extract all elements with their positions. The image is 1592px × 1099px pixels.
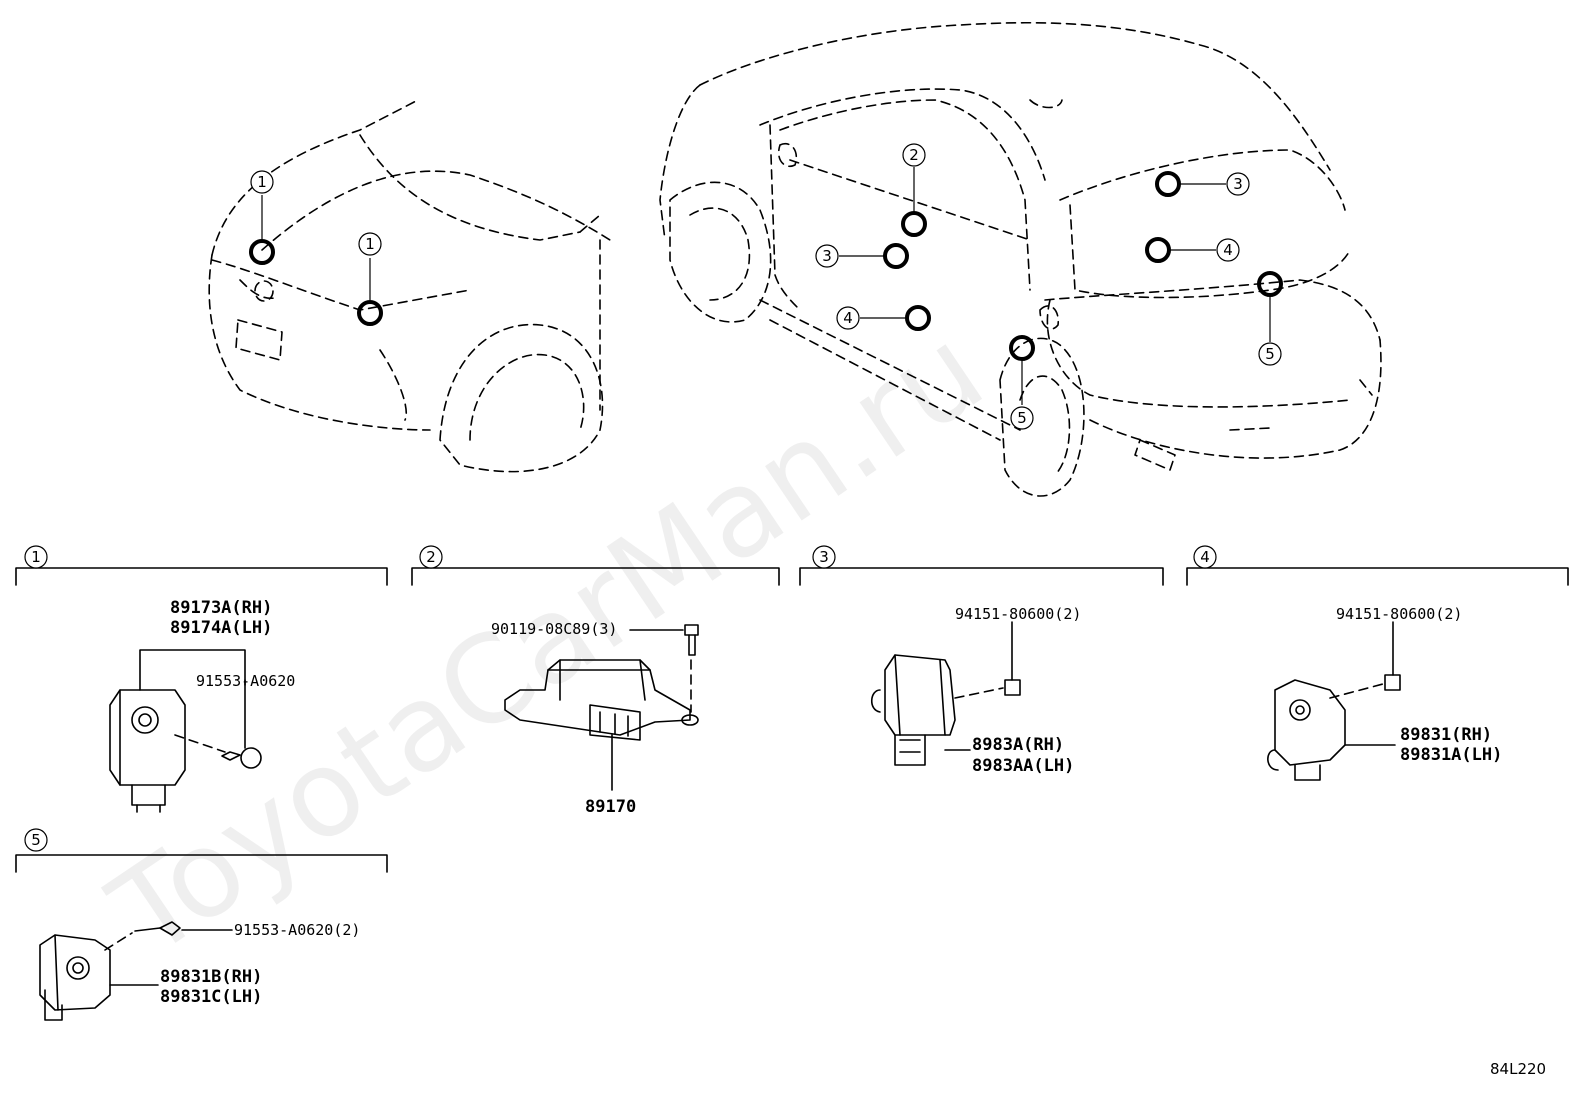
- reference-code: 84L220: [1490, 1060, 1546, 1078]
- front-view-callouts: 1 1: [249, 170, 383, 326]
- part-number-label: 89173A(RH): [170, 598, 272, 618]
- callout-circle: [250, 170, 274, 194]
- part-number-label: 89831(RH): [1400, 725, 1492, 745]
- callout-number: 4: [1223, 241, 1233, 259]
- watermark: ToyotaCarMan.ru: [88, 301, 1008, 984]
- section-5-number: 5: [31, 831, 41, 849]
- callout-number: 4: [843, 309, 853, 327]
- marker-dot: [249, 239, 275, 265]
- marker-dot: [357, 300, 383, 326]
- part-number-label: 91553-A0620: [196, 672, 295, 690]
- part-number-label: 90119-08C89(3): [491, 620, 617, 638]
- part-number-label: 89170: [585, 797, 636, 817]
- section-2-number: 2: [426, 548, 436, 566]
- callout-number: 2: [909, 146, 919, 164]
- part-number-label: 94151-80600(2): [955, 605, 1081, 623]
- callout-circle: [358, 232, 382, 256]
- rear-view-callouts: 2 3 4 5 3 4 5: [815, 143, 1283, 430]
- part-number-label: 94151-80600(2): [1336, 605, 1462, 623]
- ecu-part: [504, 624, 699, 791]
- callout-number: 3: [822, 247, 832, 265]
- callout-number: 5: [1017, 409, 1027, 427]
- section-1-number: 1: [31, 548, 41, 566]
- sensor-part-3: [870, 621, 1021, 766]
- front-car-illustration: [208, 99, 611, 473]
- sensor-part-5: [39, 921, 233, 1021]
- callout-number: 3: [1233, 175, 1243, 193]
- sensor-part-4: [1267, 621, 1401, 781]
- part-number-label: 91553-A0620(2): [234, 921, 360, 939]
- part-labels: 89173A(RH) 89174A(LH) 91553-A0620 90119-…: [160, 598, 1502, 1007]
- part-number-label: 8983AA(LH): [972, 756, 1074, 776]
- section-3-number: 3: [819, 548, 829, 566]
- sensor-part-1: [109, 649, 262, 813]
- part-number-label: 89831A(LH): [1400, 745, 1502, 765]
- part-number-label: 89174A(LH): [170, 618, 272, 638]
- callout-number: 1: [257, 173, 267, 191]
- part-number-label: 89831C(LH): [160, 987, 262, 1007]
- section-4-number: 4: [1200, 548, 1210, 566]
- callout-number: 5: [1265, 345, 1275, 363]
- part-number-label: 89831B(RH): [160, 967, 262, 987]
- part-number-label: 8983A(RH): [972, 735, 1064, 755]
- section-headers: 1 2 3 4 5: [24, 545, 1217, 852]
- callout-number: 1: [365, 235, 375, 253]
- section-brackets: [15, 567, 1569, 873]
